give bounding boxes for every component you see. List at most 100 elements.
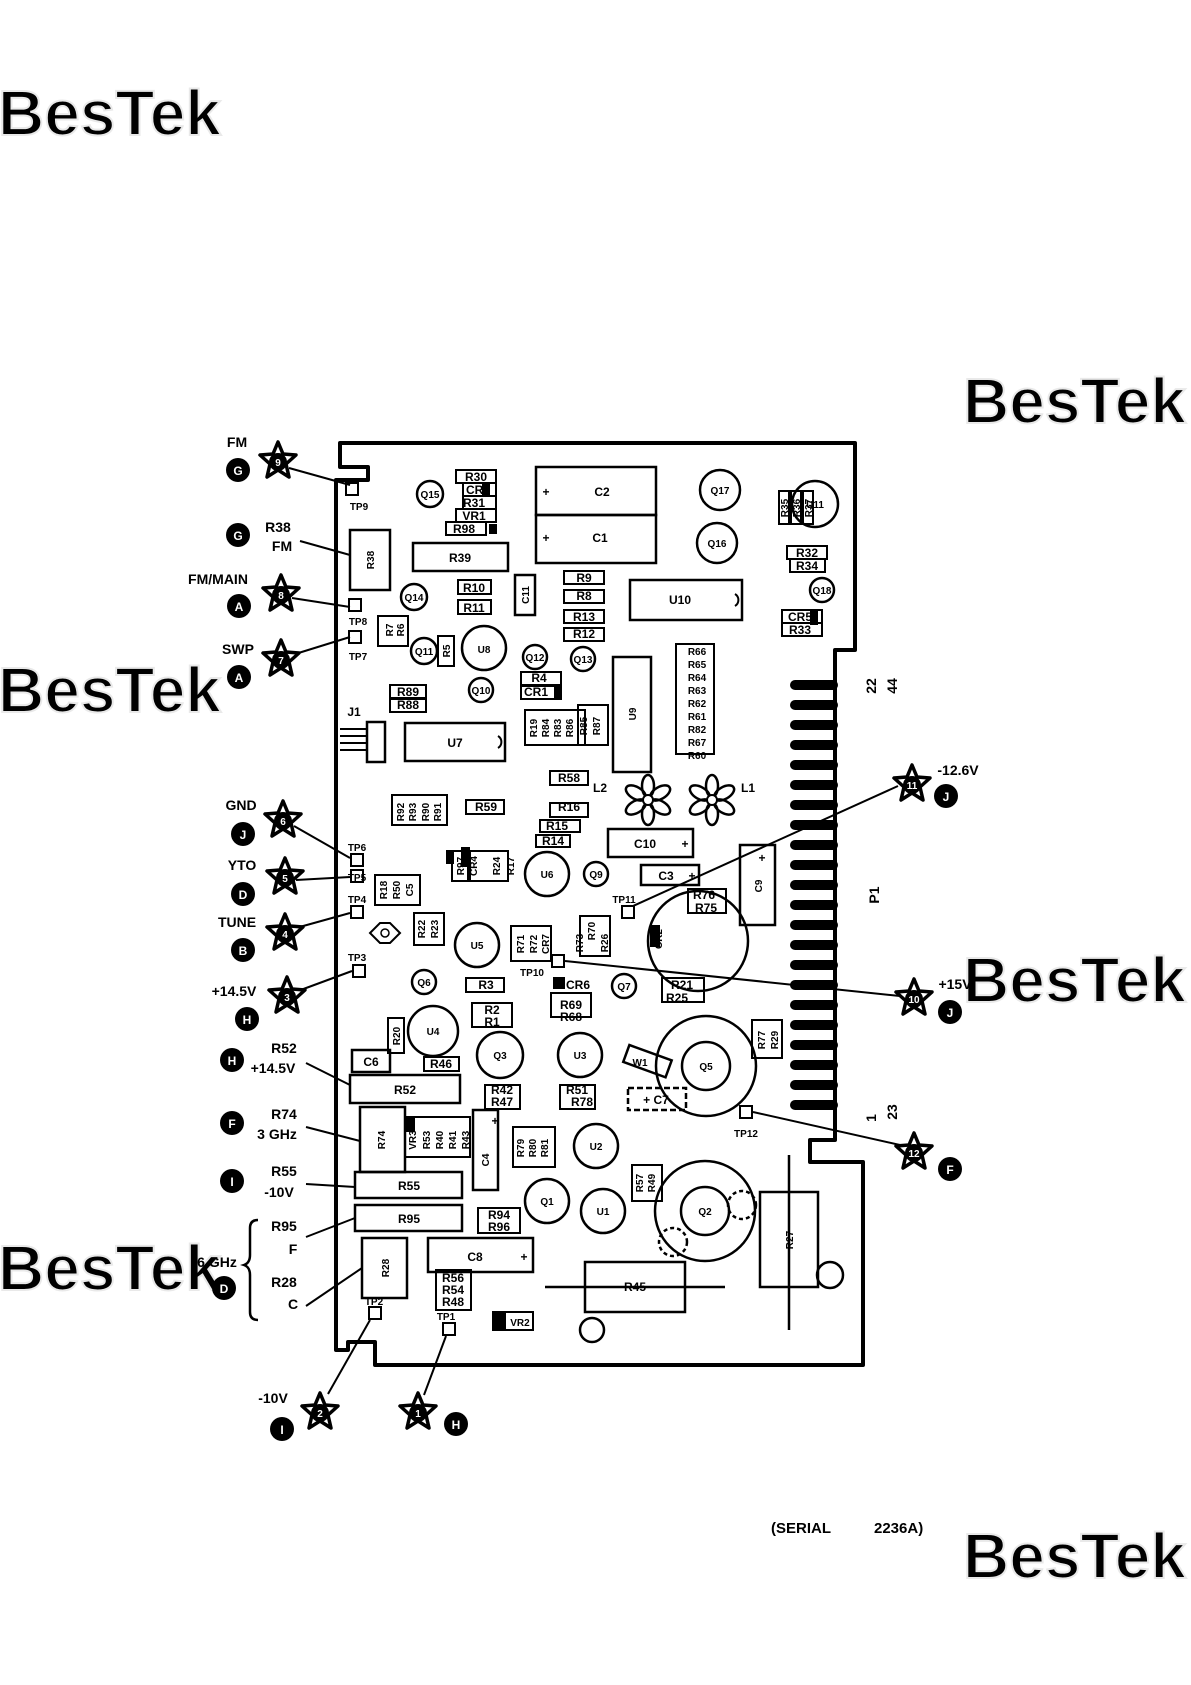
c6-body [350, 1048, 392, 1074]
test-point-pad-tp6 [350, 853, 364, 867]
component-label-r21: R21 [671, 978, 693, 992]
serial-value: 2236A) [874, 1520, 923, 1537]
component-label-r26: R26 [600, 933, 611, 952]
test-point-label-tp7: TP7 [349, 652, 368, 663]
leader-line [291, 597, 351, 608]
component-label-r69: R69 [560, 998, 582, 1012]
resistor-box [563, 589, 605, 604]
component-circle [654, 1014, 758, 1118]
resistor-box [484, 1084, 521, 1110]
pin-44-label: 44 [884, 678, 900, 694]
test-point-star-tp12: 12 [894, 1131, 934, 1170]
component-label-c8: C8 [467, 1250, 483, 1264]
component-label-r45: R45 [624, 1280, 646, 1294]
test-point-label-tp10: TP10 [520, 968, 544, 979]
test-point-label-tp1: TP1 [437, 1312, 456, 1323]
component-circle [578, 1316, 606, 1344]
watermark: BesTek [963, 944, 1186, 1016]
component-label-r4: R4 [531, 671, 547, 685]
component-circle [815, 1260, 845, 1290]
component-label-r58: R58 [558, 771, 580, 785]
component-circle [523, 1177, 571, 1225]
component-label-r76: R76 [693, 888, 715, 902]
resistor-box [563, 609, 605, 624]
diode-band [810, 611, 818, 625]
diode-band [489, 524, 497, 534]
connector-finger [790, 760, 838, 770]
test-point-star-tp8: 8 [261, 573, 301, 612]
svg-text:9: 9 [275, 458, 281, 469]
test-point-star-tp7: 7 [261, 638, 301, 677]
leader-line [305, 1183, 356, 1188]
test-point-label-tp2: TP2 [365, 1297, 384, 1308]
resistor-box [423, 1056, 460, 1072]
svg-text:10: 10 [908, 995, 920, 1006]
component-label-q12: Q12 [526, 653, 545, 664]
component-label-r28: R28 [381, 1258, 392, 1277]
component-label-q5: Q5 [699, 1062, 713, 1073]
test-point-letter-r55: I [220, 1169, 244, 1193]
connector-finger [790, 680, 838, 690]
component-label-u5: U5 [471, 941, 484, 952]
resistor-box [512, 1126, 556, 1168]
resistor-box [778, 490, 790, 525]
r95-desc-label: F [289, 1241, 298, 1257]
component-label-vr1: VR1 [462, 509, 486, 523]
test-point-star-tp2: 2 [300, 1391, 340, 1430]
diode-band [405, 1118, 415, 1132]
component-label-r85: R85 [579, 716, 590, 735]
watermark: BesTek [963, 1520, 1186, 1592]
capacitor-c1-body [534, 513, 658, 565]
diode-band [446, 850, 454, 864]
resistor-box [413, 912, 445, 946]
component-circle [399, 582, 429, 612]
connector-finger [790, 1080, 838, 1090]
u9-body [611, 655, 653, 774]
component-label-r71: R71 [516, 934, 527, 953]
svg-text:4: 4 [282, 930, 288, 941]
component-label-cr4: CR4 [469, 856, 480, 876]
component-label-r88: R88 [397, 698, 419, 712]
test-point-letter-tp8: A [227, 594, 251, 618]
component-label-r38: R38 [366, 550, 377, 569]
letter-text: I [230, 1175, 233, 1189]
component-label-r74: R74 [377, 1130, 388, 1149]
component-label-r73: R73 [575, 933, 586, 952]
svg-text:12: 12 [908, 1149, 920, 1160]
component-label-c4: C4 [481, 1153, 492, 1166]
component-label-r66: R66 [688, 647, 707, 658]
r38-desc-label: FM [272, 538, 292, 554]
component-label-r12: R12 [573, 627, 595, 641]
resistor-box [374, 874, 421, 906]
tp3-signal-label: +14.5V [212, 983, 257, 999]
polarity-plus-mark: + [688, 869, 695, 883]
u7-body [403, 721, 507, 763]
test-point-label-tp4: TP4 [348, 895, 367, 906]
component-label-r2: R2 [484, 1003, 500, 1017]
component-label-j1: J1 [347, 705, 361, 719]
test-point-letter-tp2: I [270, 1417, 294, 1441]
component-label-u8: U8 [478, 645, 491, 656]
component-label-u3: U3 [574, 1051, 587, 1062]
component-label-q15: Q15 [421, 490, 440, 501]
j1-pins [340, 728, 367, 751]
leader-line [291, 636, 351, 656]
component-label-r37: R37 [804, 498, 815, 517]
letter-text: F [228, 1117, 235, 1131]
component-circle [460, 624, 508, 672]
component-label-r77: R77 [757, 1030, 768, 1049]
r39-body [411, 541, 510, 573]
component-circle [415, 479, 445, 509]
component-label-r16: R16 [558, 800, 580, 814]
resistor-box [631, 1164, 663, 1202]
component-label-r29: R29 [770, 1030, 781, 1049]
test-point-pad-tp9 [345, 482, 359, 496]
component-label-r97: R97 [456, 856, 467, 875]
letter-text: H [452, 1418, 461, 1432]
serial-label: (SERIAL [771, 1520, 831, 1537]
tp6-signal-label: GND [225, 797, 256, 813]
svg-text:11: 11 [907, 781, 918, 792]
pin-23-label: 23 [884, 1104, 900, 1120]
component-label-u7: U7 [447, 736, 463, 750]
test-point-pad-tp3 [352, 964, 366, 978]
